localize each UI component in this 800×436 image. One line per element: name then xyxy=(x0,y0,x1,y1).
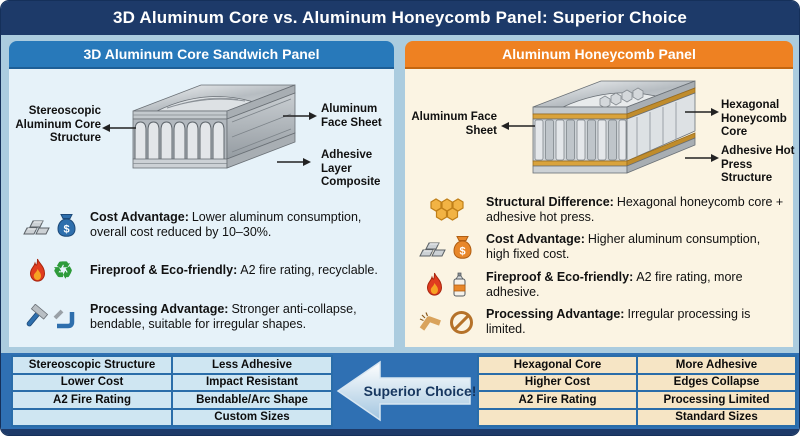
left-panel: 3D Aluminum Core Sandwich Panel xyxy=(9,41,394,349)
arrow-right-icon xyxy=(277,158,311,166)
left-bullet-list: $ Cost Advantage:Lower aluminum consumpt… xyxy=(19,201,388,341)
list-item: Processing Advantage:Stronger anti-colla… xyxy=(19,302,388,333)
list-item: Structural Difference:Hexagonal honeycom… xyxy=(415,195,787,226)
right-feature-table: Hexagonal Core More Adhesive Higher Cost… xyxy=(477,355,797,427)
bullet-label: Processing Advantage: xyxy=(90,301,229,316)
bent-sheet-icon xyxy=(419,312,441,331)
recycle-icon: ♻ xyxy=(52,257,74,284)
arrow-left-icon xyxy=(501,122,535,130)
bullet-label: Processing Advantage: xyxy=(486,307,625,321)
callout-stereoscopic-core: Stereoscopic Aluminum Core Structure xyxy=(15,105,101,145)
superior-choice-label: Superior Choice! xyxy=(363,383,477,399)
list-item: ♻ Fireproof & Eco-friendly:A2 fire ratin… xyxy=(19,258,388,284)
list-item: Fireproof & Eco-friendly:A2 fire rating,… xyxy=(415,270,787,301)
bottom-border-strip xyxy=(1,429,799,435)
bottom-comparison-band: Stereoscopic Structure Less Adhesive Low… xyxy=(1,353,799,429)
list-item: $ Cost Advantage:Lower aluminum consumpt… xyxy=(19,210,388,241)
table-cell: Higher Cost xyxy=(479,374,636,390)
bullet-body: Lower aluminum consumption, overall cost… xyxy=(90,209,362,240)
right-diagram: Aluminum Face Sheet Hexagonal Honeycomb … xyxy=(405,71,795,197)
table-cell: Bendable/Arc Shape xyxy=(173,392,331,408)
money-bag-icon: $ xyxy=(452,236,472,260)
superior-choice-callout: Superior Choice! xyxy=(336,355,477,427)
bullet-body: A2 fire rating, more adhesive. xyxy=(486,269,743,299)
callout-aluminum-face-sheet: Aluminum Face Sheet xyxy=(411,111,497,137)
table-cell: More Adhesive xyxy=(638,357,795,373)
callout-adhesive-hot-press: Adhesive Hot Press Structure xyxy=(721,145,795,185)
table-cell xyxy=(479,409,636,425)
table-cell: A2 Fire Rating xyxy=(479,392,636,408)
left-diagram: Stereoscopic Aluminum Core Structure Alu… xyxy=(9,71,394,197)
arrow-right-icon xyxy=(283,112,317,120)
fire-icon xyxy=(29,258,45,282)
money-bag-icon: $ xyxy=(56,214,76,237)
title-bar: 3D Aluminum Core vs. Aluminum Honeycomb … xyxy=(1,1,799,35)
ingot-stack-icon xyxy=(418,242,446,257)
bullet-body: Higher aluminum consumption, high fixed … xyxy=(486,232,761,262)
bullet-label: Fireproof & Eco-friendly: xyxy=(90,263,238,278)
table-cell: A2 Fire Rating xyxy=(13,392,171,408)
table-cell: Stereoscopic Structure xyxy=(13,357,171,373)
hammer-icon xyxy=(26,303,48,327)
bullet-label: Structural Difference: xyxy=(486,194,614,209)
svg-text:$: $ xyxy=(459,246,465,258)
honeycomb-icon xyxy=(429,198,464,221)
right-bullet-list: Structural Difference:Hexagonal honeycom… xyxy=(415,191,787,341)
bullet-label: Cost Advantage: xyxy=(90,209,189,224)
callout-honeycomb-core: Hexagonal Honeycomb Core xyxy=(721,99,787,139)
table-cell: Impact Resistant xyxy=(173,374,331,390)
table-cell: Processing Limited xyxy=(638,392,795,408)
bullet-body: Hexagonal honeycomb core + adhesive hot … xyxy=(486,194,784,224)
corrugated-core-panel-illustration xyxy=(132,84,296,169)
callout-adhesive-layer: Adhesive Layer Composite xyxy=(321,149,381,189)
table-cell: Standard Sizes xyxy=(638,409,795,425)
svg-text:$: $ xyxy=(63,224,69,236)
right-panel-header: Aluminum Honeycomb Panel xyxy=(405,41,793,69)
fire-icon xyxy=(426,272,442,296)
table-cell: Edges Collapse xyxy=(638,374,795,390)
arrow-right-icon xyxy=(685,108,719,116)
right-panel: Aluminum Honeycomb Panel xyxy=(405,41,795,349)
page-title: 3D Aluminum Core vs. Aluminum Honeycomb … xyxy=(112,8,688,27)
table-cell: Lower Cost xyxy=(13,374,171,390)
left-panel-body: Stereoscopic Aluminum Core Structure Alu… xyxy=(9,69,394,347)
arrow-left-icon xyxy=(102,124,136,132)
bullet-body: Irregular processing is limited. xyxy=(486,307,751,337)
no-entry-icon xyxy=(450,310,473,334)
right-panel-body: Aluminum Face Sheet Hexagonal Honeycomb … xyxy=(405,69,795,347)
table-cell: Hexagonal Core xyxy=(479,357,636,373)
list-item: Processing Advantage:Irregular processin… xyxy=(415,307,787,338)
left-feature-table: Stereoscopic Structure Less Adhesive Low… xyxy=(11,355,333,427)
block-arrow-left-icon xyxy=(336,360,471,422)
table-cell: Less Adhesive xyxy=(173,357,331,373)
bullet-body: A2 fire rating, recyclable. xyxy=(240,263,378,278)
arrow-right-icon xyxy=(685,154,719,162)
honeycomb-panel-illustration xyxy=(532,80,696,174)
list-item: $ Cost Advantage:Higher aluminum consump… xyxy=(415,232,787,263)
bullet-label: Fireproof & Eco-friendly: xyxy=(486,269,634,284)
glue-bottle-icon xyxy=(453,272,465,297)
table-cell xyxy=(13,409,171,425)
left-panel-header: 3D Aluminum Core Sandwich Panel xyxy=(9,41,394,69)
table-cell: Custom Sizes xyxy=(173,409,331,425)
bullet-body: Stronger anti-collapse, bendable, suitab… xyxy=(90,301,357,331)
ingot-stack-icon xyxy=(22,220,50,235)
callout-aluminum-face-sheet: Aluminum Face Sheet xyxy=(321,103,382,129)
bend-tool-icon xyxy=(53,309,74,329)
bullet-label: Cost Advantage: xyxy=(486,232,585,246)
